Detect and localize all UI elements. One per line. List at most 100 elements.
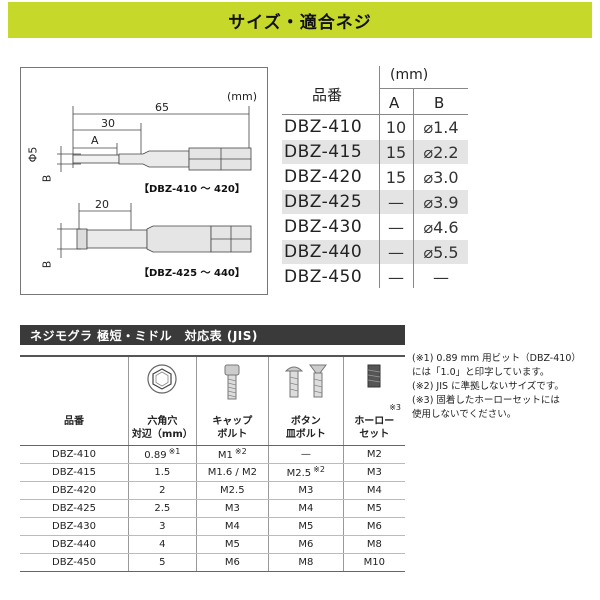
cap-bolt-icon bbox=[224, 364, 240, 400]
spec-b-cell: — bbox=[433, 267, 449, 287]
spec-divider bbox=[379, 66, 380, 288]
jis-cell-button: M4 bbox=[267, 499, 344, 518]
jis-cell-cap: M6 bbox=[195, 553, 269, 572]
spec-row: DBZ-450—— bbox=[282, 265, 468, 289]
jis-cell-hex: 2.5 bbox=[128, 499, 197, 518]
jis-cell-cap: M3 bbox=[195, 499, 269, 518]
jis-cell-hex: 2 bbox=[128, 481, 197, 500]
jis-cell-set: M3 bbox=[342, 463, 405, 482]
jis-cell-cap: M5 bbox=[195, 535, 269, 554]
spec-row: DBZ-430—⌀4.6 bbox=[282, 215, 468, 239]
dim-30: 30 bbox=[101, 117, 115, 130]
footnote-mark: ※2 bbox=[234, 447, 247, 456]
jis-cell-hex: 5 bbox=[128, 553, 197, 572]
dim-phi5: Φ5 bbox=[26, 146, 40, 163]
caption-bottom: 【DBZ-425 ～ 440】 bbox=[139, 268, 245, 279]
jis-title: ネジモグラ 極短・ミドル 対応表 (JIS) bbox=[20, 325, 405, 345]
spec-b-cell: ⌀3.0 bbox=[423, 167, 459, 187]
spec-a-cell: 15 bbox=[385, 167, 407, 187]
note-line: 使用しないでください。 bbox=[412, 409, 517, 420]
dim-20: 20 bbox=[95, 198, 109, 211]
spec-row: DBZ-410 10 ⌀1.4 bbox=[282, 115, 468, 139]
jis-cell-button: M2.5※2 bbox=[267, 463, 344, 482]
jis-header-button: ボタン皿ボルト bbox=[267, 356, 344, 446]
jis-cell-code: DBZ-425 bbox=[20, 499, 129, 518]
spec-b-cell: ⌀2.2 bbox=[423, 142, 459, 162]
footnote-mark: ※1 bbox=[168, 447, 181, 456]
jis-cell-code: DBZ-420 bbox=[20, 481, 129, 500]
set-note: ※3 bbox=[389, 403, 401, 412]
jis-header-hex: 六角穴対辺（mm） bbox=[128, 356, 197, 446]
dim-a: A bbox=[91, 134, 99, 147]
jis-cell-hex: 4 bbox=[128, 535, 197, 554]
jis-cell-code: DBZ-430 bbox=[20, 517, 129, 536]
jis-cell-hex: 3 bbox=[128, 517, 197, 536]
spec-unit: (mm) bbox=[390, 67, 429, 83]
spec-a-cell: — bbox=[388, 242, 404, 262]
jis-cell-cap: M4 bbox=[195, 517, 269, 536]
jis-header-set: ※3 ホーローセット bbox=[342, 356, 405, 446]
note-line: (※1) 0.89 mm 用ビット（DBZ-410） bbox=[412, 353, 581, 364]
spec-code-cell: DBZ-440 bbox=[284, 242, 363, 262]
footnote-mark: ※2 bbox=[313, 465, 325, 474]
spec-a-cell: 10 bbox=[385, 117, 407, 137]
jis-cell-button: M8 bbox=[267, 553, 344, 572]
spec-code-cell: DBZ-420 bbox=[284, 167, 363, 187]
jis-cell-set: M2 bbox=[342, 445, 405, 464]
jis-cell-button: M3 bbox=[267, 481, 344, 500]
section-title: サイズ・適合ネジ bbox=[228, 12, 372, 33]
spec-code-cell: DBZ-415 bbox=[284, 142, 363, 162]
spec-col-a: A bbox=[389, 94, 400, 112]
caption-top: 【DBZ-410 ～ 420】 bbox=[139, 184, 245, 195]
notes: (※1) 0.89 mm 用ビット（DBZ-410） には「1.0」と印字していま… bbox=[412, 352, 598, 422]
spec-code-cell: DBZ-410 bbox=[284, 117, 363, 137]
dim-65: 65 bbox=[155, 101, 169, 114]
spec-b-cell: ⌀5.5 bbox=[423, 242, 459, 262]
spec-code-cell: DBZ-450 bbox=[284, 267, 363, 287]
jis-cell-set: M8 bbox=[342, 535, 405, 554]
spec-b-cell: ⌀4.6 bbox=[423, 217, 459, 237]
spec-row: DBZ-425—⌀3.9 bbox=[282, 190, 468, 214]
spec-row: DBZ-440 — ⌀5.5 bbox=[282, 240, 468, 264]
jis-cell-code: DBZ-440 bbox=[20, 535, 129, 554]
spec-row: DBZ-420 15 ⌀3.0 bbox=[282, 165, 468, 189]
spec-a-cell: — bbox=[388, 192, 404, 212]
section-header: サイズ・適合ネジ bbox=[8, 2, 592, 38]
button-flat-bolt-icon bbox=[284, 364, 327, 398]
jis-cell-button: — bbox=[267, 445, 344, 464]
spec-divider bbox=[282, 114, 468, 115]
jis-cell-set: M10 bbox=[342, 553, 405, 572]
note-line: (※3) 固着したホーローセットには bbox=[412, 395, 560, 406]
jis-cell-hex: 0.89※1 bbox=[128, 445, 197, 464]
jis-cell-button: M5 bbox=[267, 517, 344, 536]
jis-cell-cap: M1※2 bbox=[195, 445, 269, 464]
jis-cell-set: M6 bbox=[342, 517, 405, 536]
jis-cell-code: DBZ-450 bbox=[20, 553, 129, 572]
dimension-diagram: (mm) 65 30 A Φ5 B 【DBZ-410 ～ 420】 20 B 【… bbox=[20, 67, 268, 295]
set-screw-icon bbox=[367, 364, 381, 388]
unit-label: (mm) bbox=[227, 90, 258, 103]
spec-col-b: B bbox=[434, 94, 445, 112]
spec-divider bbox=[413, 88, 414, 288]
note-line: には「1.0」と印字しています。 bbox=[412, 367, 550, 378]
spec-divider bbox=[380, 88, 468, 89]
jis-cell-set: M5 bbox=[342, 499, 405, 518]
jis-cell-code: DBZ-415 bbox=[20, 463, 129, 482]
spec-b-cell: ⌀1.4 bbox=[423, 117, 459, 137]
dim-b-top: B bbox=[40, 174, 54, 183]
hex-socket-icon bbox=[147, 364, 177, 394]
dim-b-bottom: B bbox=[40, 260, 54, 269]
spec-a-cell: — bbox=[388, 217, 404, 237]
bit-drawing bbox=[57, 106, 252, 258]
jis-header-cap: キャップボルト bbox=[195, 356, 269, 446]
jis-table: 品番 六角穴対辺（mm） キャップボルト bbox=[20, 355, 405, 572]
jis-cell-cap: M1.6 / M2 bbox=[195, 463, 269, 482]
jis-header-code: 品番 bbox=[20, 356, 129, 446]
